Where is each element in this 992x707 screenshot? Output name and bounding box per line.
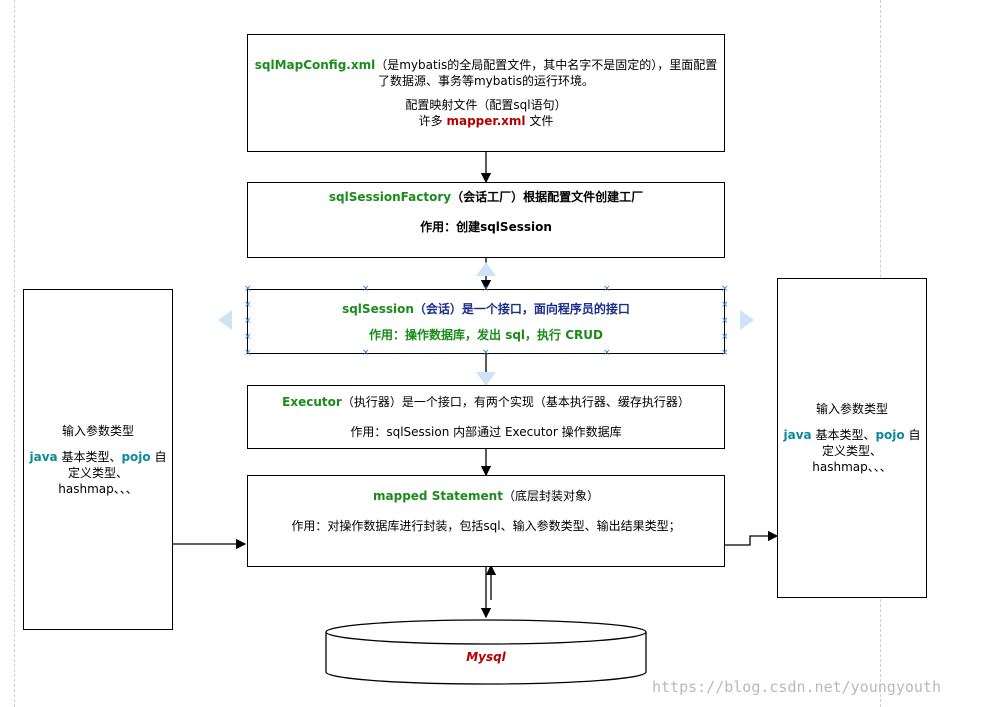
executor-box[interactable]: Executor（执行器）是一个接口，有两个实现（基本执行器、缓存执行器） 作用… — [247, 385, 725, 449]
selection-handle-tc[interactable]: × — [482, 284, 490, 294]
arrow-statement-to-output — [725, 530, 779, 546]
selection-arrows — [218, 262, 754, 386]
executor-desc: （执行器）是一个接口，有两个实现（基本执行器、缓存执行器） — [341, 395, 690, 409]
statement-role: 作用：对操作数据库进行封装，包括sql、输入参数类型、输出结果类型； — [291, 519, 681, 533]
selection-handle-tc-left[interactable]: × — [362, 284, 370, 294]
selection-handle-bc-left[interactable]: × — [362, 348, 370, 358]
output-title: 输入参数类型 — [815, 402, 888, 416]
config-many-prefix: 许多 — [418, 114, 447, 128]
selection-arrow-down — [476, 372, 496, 386]
selection-arrow-left — [218, 310, 232, 330]
input-java: java — [29, 449, 58, 464]
selection-handle-ml-2[interactable]: × — [244, 316, 252, 326]
output-params-box[interactable]: 输入参数类型 java 基本类型、pojo 自 定义类型、 hashmap、、、 — [777, 278, 927, 598]
statement-line-1: mapped Statement（底层封装对象） — [373, 488, 599, 504]
output-line-2: 定义类型、 — [821, 444, 882, 458]
selection-handle-mr-2[interactable]: × — [721, 316, 729, 326]
input-params-box[interactable]: 输入参数类型 java 基本类型、pojo 自 定义类型、 hashmap、、、 — [23, 289, 173, 630]
output-java: java — [783, 428, 812, 442]
statement-desc: （底层封装对象） — [502, 489, 599, 503]
config-mapper: mapper.xml — [446, 114, 526, 128]
input-mid: 基本类型、 — [57, 449, 122, 464]
selection-arrow-up — [476, 262, 496, 276]
database-label[interactable]: Mysql — [466, 650, 506, 664]
config-desc-2: 了数据源、事务等mybatis的运行环境。 — [377, 74, 595, 88]
factory-role: 作用：创建sqlSession — [420, 220, 552, 234]
selection-handle-ml-3[interactable]: × — [244, 332, 252, 342]
output-line-1: java 基本类型、pojo 自 — [784, 427, 921, 443]
selection-handle-ml-1[interactable]: × — [244, 300, 252, 310]
config-desc-1: （是mybatis的全局配置文件，其中名字不是固定的），里面配置 — [375, 58, 718, 72]
selection-handle-bc[interactable]: × — [482, 348, 490, 358]
output-line-3: hashmap、、、 — [812, 460, 892, 474]
selection-handle-mr-3[interactable]: × — [721, 332, 729, 342]
statement-name: mapped Statement — [373, 489, 503, 503]
input-after-pojo: 自 — [150, 449, 167, 464]
config-box[interactable]: sqlMapConfig.xml（是mybatis的全局配置文件，其中名字不是固… — [247, 34, 725, 152]
session-role: 作用：操作数据库，发出 sql，执行 CRUD — [369, 327, 603, 342]
selection-handle-tc-right[interactable]: × — [603, 284, 611, 294]
output-mid: 基本类型、 — [811, 428, 876, 442]
selection-handle-br[interactable]: × — [721, 348, 729, 358]
selection-handle-bl[interactable]: × — [244, 348, 252, 358]
input-line-3: hashmap、、、 — [58, 481, 138, 496]
session-desc: （会话）是一个接口，面向程序员的接口 — [413, 301, 630, 316]
selection-arrow-right — [740, 310, 754, 330]
config-mapping: 配置映射文件（配置sql语句） — [405, 98, 567, 112]
selection-handle-mr-1[interactable]: × — [721, 300, 729, 310]
statement-box[interactable]: mapped Statement（底层封装对象） 作用：对操作数据库进行封装，包… — [247, 475, 725, 567]
output-pojo: pojo — [875, 428, 905, 442]
factory-desc: （会话工厂）根据配置文件创建工厂 — [451, 190, 644, 204]
factory-line-1: sqlSessionFactory（会话工厂）根据配置文件创建工厂 — [329, 189, 643, 205]
executor-role: 作用：sqlSession 内部通过 Executor 操作数据库 — [350, 425, 622, 439]
input-line-2: 定义类型、 — [67, 465, 128, 480]
selection-handle-tr[interactable]: × — [721, 284, 729, 294]
session-line-1: sqlSession（会话）是一个接口，面向程序员的接口 — [342, 301, 630, 317]
config-many-suffix: 文件 — [525, 114, 554, 128]
output-after-pojo: 自 — [904, 428, 921, 442]
config-name: sqlMapConfig.xml — [254, 58, 376, 72]
guide-line-left — [14, 0, 15, 707]
watermark: https://blog.csdn.net/youngyouth — [652, 678, 941, 696]
input-pojo: pojo — [121, 449, 151, 464]
input-line-1: java 基本类型、pojo 自 — [30, 449, 167, 465]
selection-handle-bc-right[interactable]: × — [603, 348, 611, 358]
executor-line-1: Executor（执行器）是一个接口，有两个实现（基本执行器、缓存执行器） — [282, 394, 690, 410]
config-line-1: sqlMapConfig.xml（是mybatis的全局配置文件，其中名字不是固… — [255, 57, 718, 73]
database-cylinder — [325, 619, 647, 685]
selection-handle-tl[interactable]: × — [244, 284, 252, 294]
factory-name: sqlSessionFactory — [328, 190, 452, 204]
input-title: 输入参数类型 — [61, 423, 134, 438]
session-name: sqlSession — [342, 301, 414, 316]
executor-name: Executor — [282, 395, 342, 409]
config-line-many: 许多 mapper.xml 文件 — [419, 113, 554, 129]
session-box[interactable]: sqlSession（会话）是一个接口，面向程序员的接口 作用：操作数据库，发出… — [247, 289, 725, 354]
factory-box[interactable]: sqlSessionFactory（会话工厂）根据配置文件创建工厂 作用：创建s… — [247, 182, 725, 258]
